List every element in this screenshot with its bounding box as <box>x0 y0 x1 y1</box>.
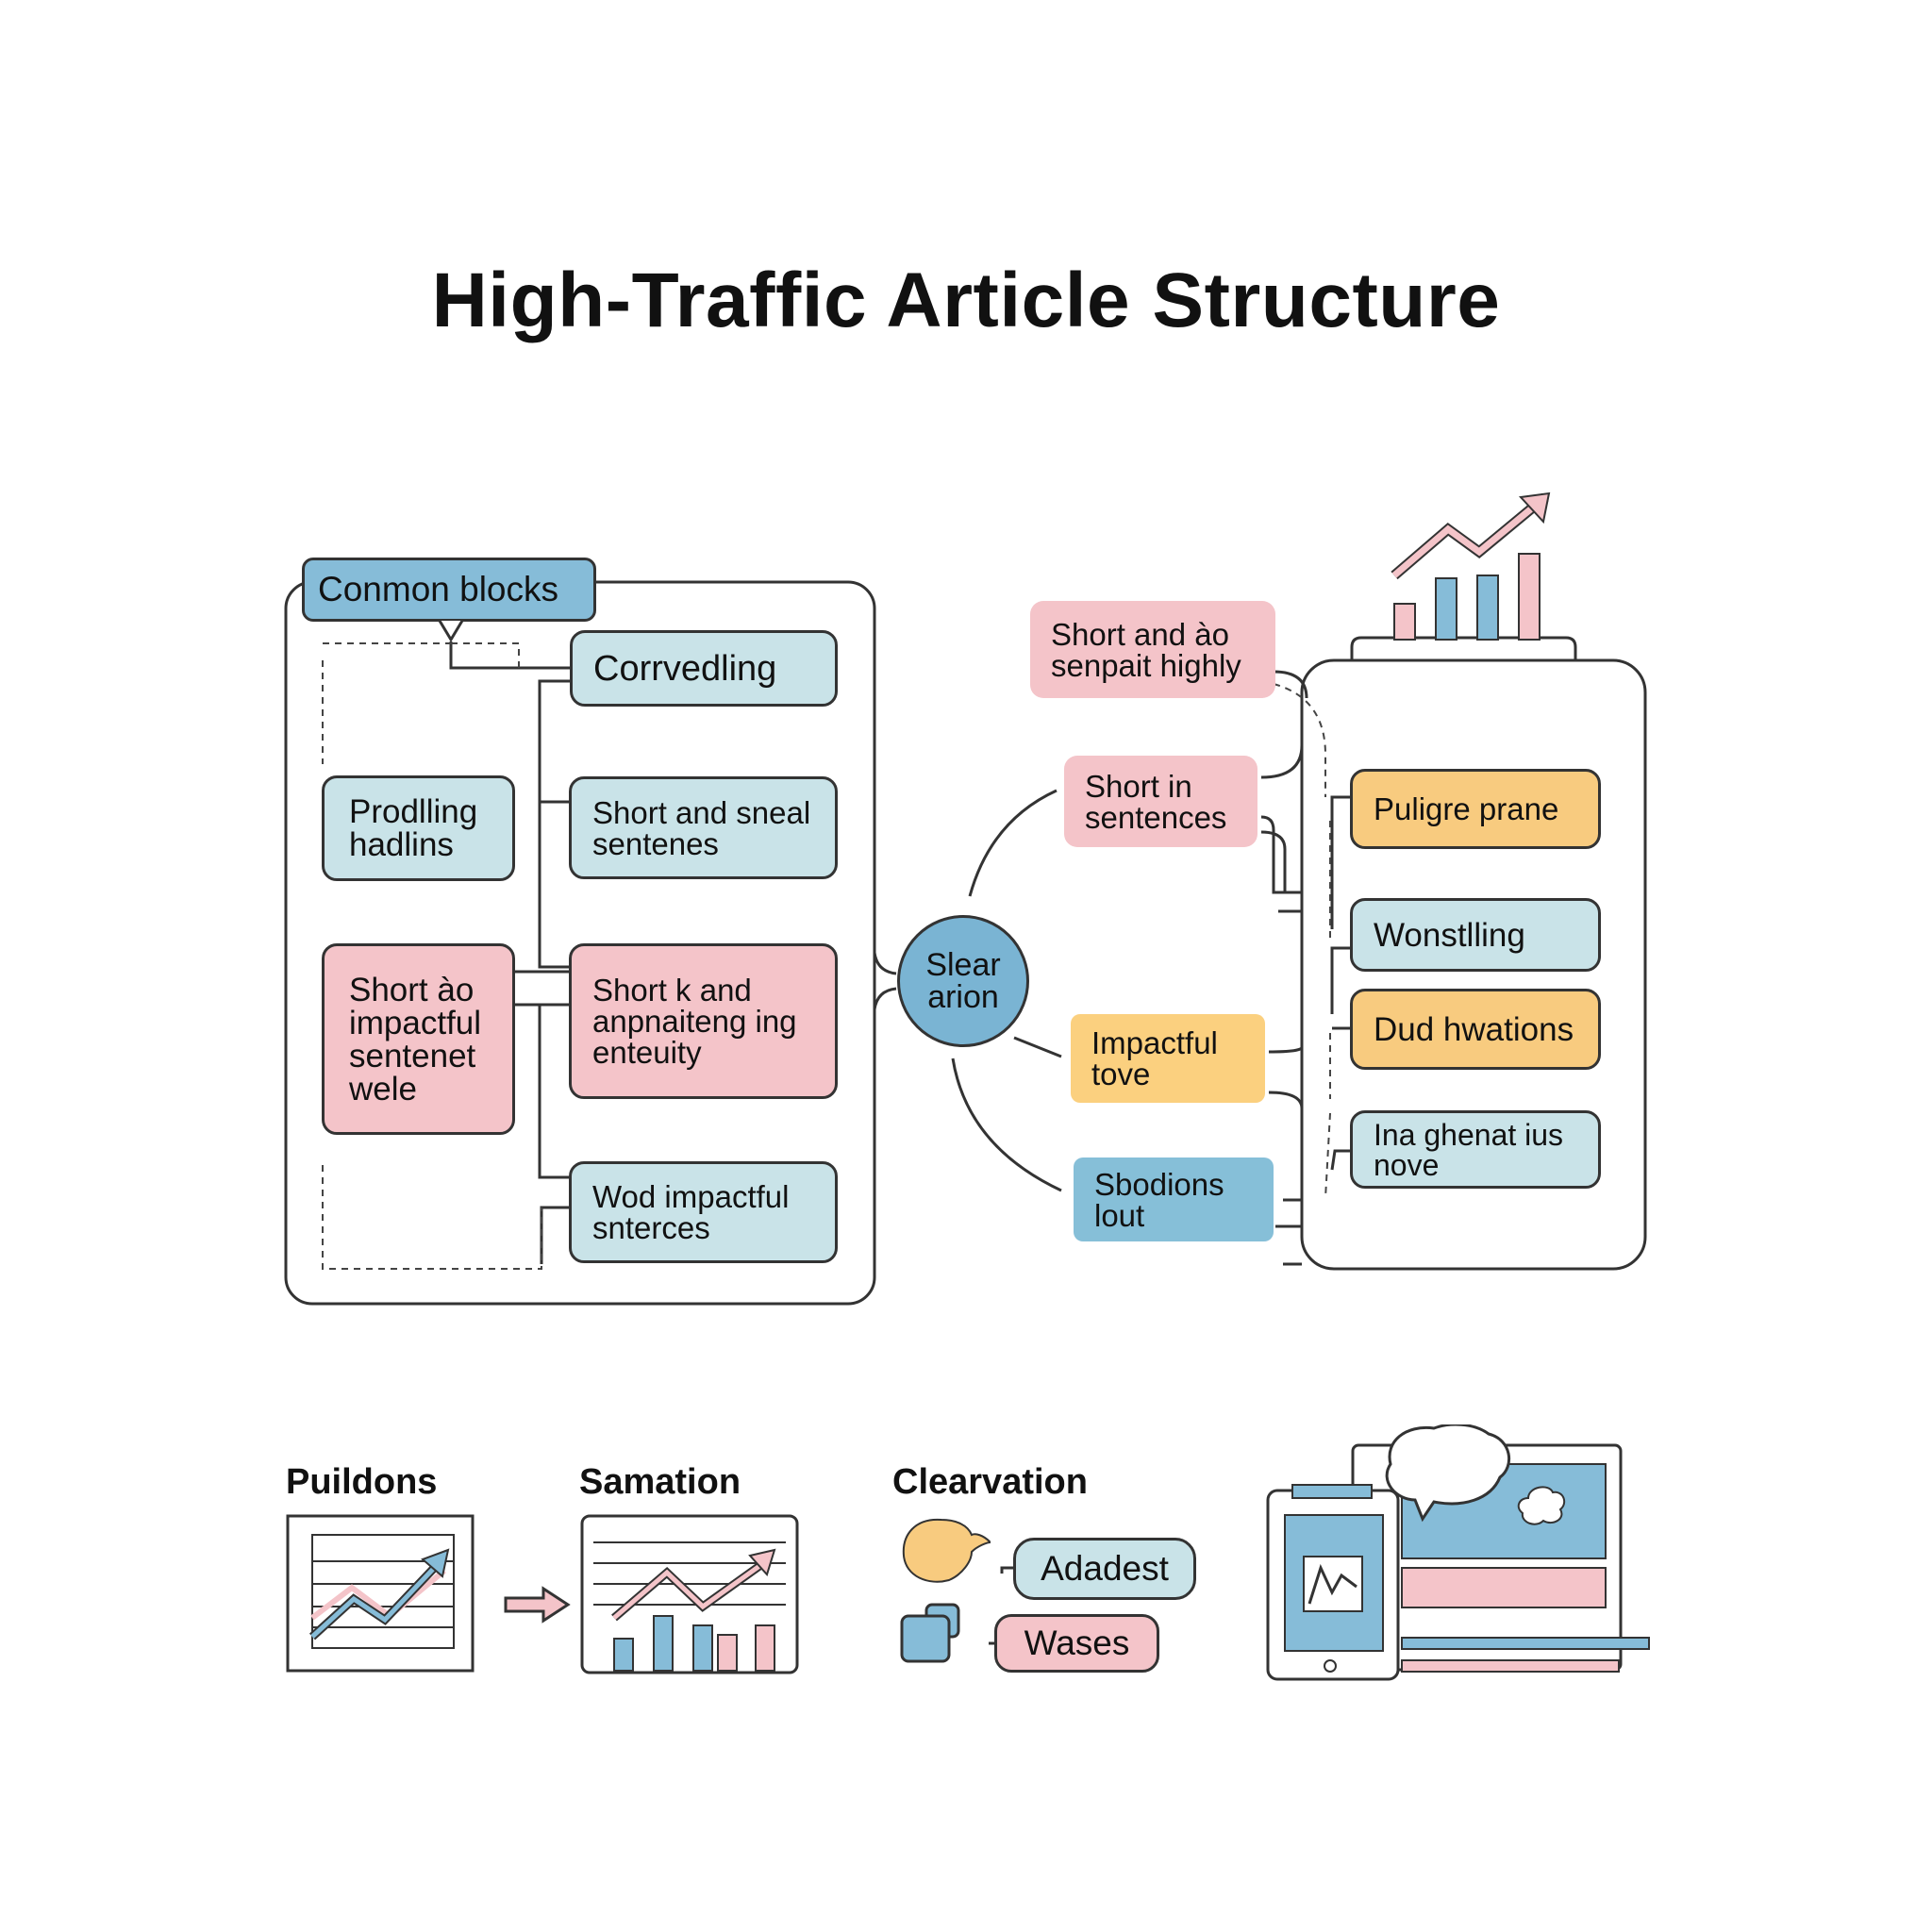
node-sbodions: Sbodions lout <box>1074 1158 1274 1241</box>
node-short-in: Short in sentences <box>1064 756 1257 847</box>
bar-line-chart-icon <box>580 1514 799 1674</box>
tab-pointer-icon <box>438 620 464 642</box>
node-wod-impactful: Wod impactful snterces <box>569 1161 838 1263</box>
node-wonstling: Wonstlling <box>1350 898 1601 972</box>
node-corrvedling: Corrvedling <box>570 630 838 707</box>
common-blocks-tab: Conmon blocks <box>302 558 596 622</box>
page-title: High-Traffic Article Structure <box>431 258 1501 343</box>
node-short-senpait: Short and ào senpait highly <box>1030 601 1275 698</box>
dashed-right-bottom <box>1324 1112 1331 1199</box>
label-puildons: Puildons <box>286 1462 438 1502</box>
growth-bar-chart-icon <box>1391 491 1551 641</box>
node-puligre: Puligre prane <box>1350 769 1601 849</box>
devices-icon <box>1266 1424 1650 1681</box>
node-prodlling: Prodlling hadlins <box>322 775 515 881</box>
node-ina: Ina ghenat ius nove <box>1350 1110 1601 1189</box>
pill-wases: Wases <box>994 1614 1159 1673</box>
dashed-right-top <box>1273 683 1326 797</box>
dashed-left-top-h2 <box>451 642 520 668</box>
speech-bubble-icon <box>902 1518 991 1583</box>
label-samation: Samation <box>579 1462 741 1502</box>
node-short-sneal: Short and sneal sentenes <box>569 776 838 879</box>
right-panel-cap <box>1350 636 1577 660</box>
node-short-k: Short k and anpnaiteng ing enteuity <box>569 943 838 1099</box>
node-dud: Dud hwations <box>1350 989 1601 1070</box>
node-short-ao: Short ào impactful sentenet wele <box>322 943 515 1135</box>
line-chart-icon <box>286 1514 475 1673</box>
pill-adadest: Adadest <box>1013 1538 1196 1600</box>
arrow-right-icon <box>504 1586 571 1624</box>
dashed-left-bottom <box>322 1165 542 1270</box>
node-impactful-tove: Impactful tove <box>1071 1014 1265 1103</box>
blocks-icon <box>900 1603 960 1663</box>
label-clearvation: Clearvation <box>892 1462 1088 1502</box>
hub-slear-arion: Slear arion <box>897 915 1029 1047</box>
